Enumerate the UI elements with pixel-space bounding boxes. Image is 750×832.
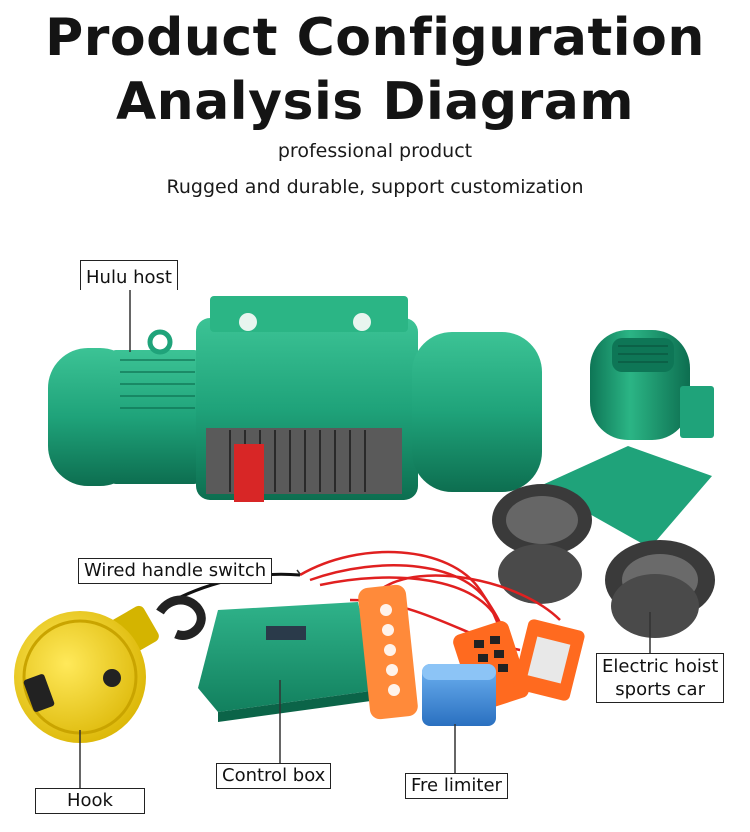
- label-fre-limiter: Fre limiter: [405, 773, 508, 799]
- label-electric-line-1: Electric hoist: [602, 656, 719, 677]
- label-hook: Hook: [35, 788, 145, 814]
- hoist-body: [48, 296, 542, 502]
- hook-block: [14, 595, 206, 743]
- label-electric-line-2: sports car: [615, 679, 705, 700]
- pendant: [358, 584, 418, 720]
- page-title-line-1: Product Configuration: [45, 8, 705, 68]
- subtitle-professional: professional product: [277, 140, 473, 162]
- label-wired-handle-switch: Wired handle switch: [78, 558, 273, 584]
- page-title-line-2: Analysis Diagram: [115, 72, 635, 132]
- leader-lines: [79, 290, 651, 789]
- label-electric-hoist-sports-car: Electric hoist sports car: [596, 653, 725, 703]
- control-box: [198, 602, 378, 722]
- label-hulu-host: Hulu host: [80, 260, 178, 290]
- limiter: [422, 664, 496, 726]
- trolley: [492, 330, 715, 638]
- label-control-box: Control box: [216, 763, 332, 789]
- subtitle-rugged: Rugged and durable, support customizatio…: [166, 176, 584, 198]
